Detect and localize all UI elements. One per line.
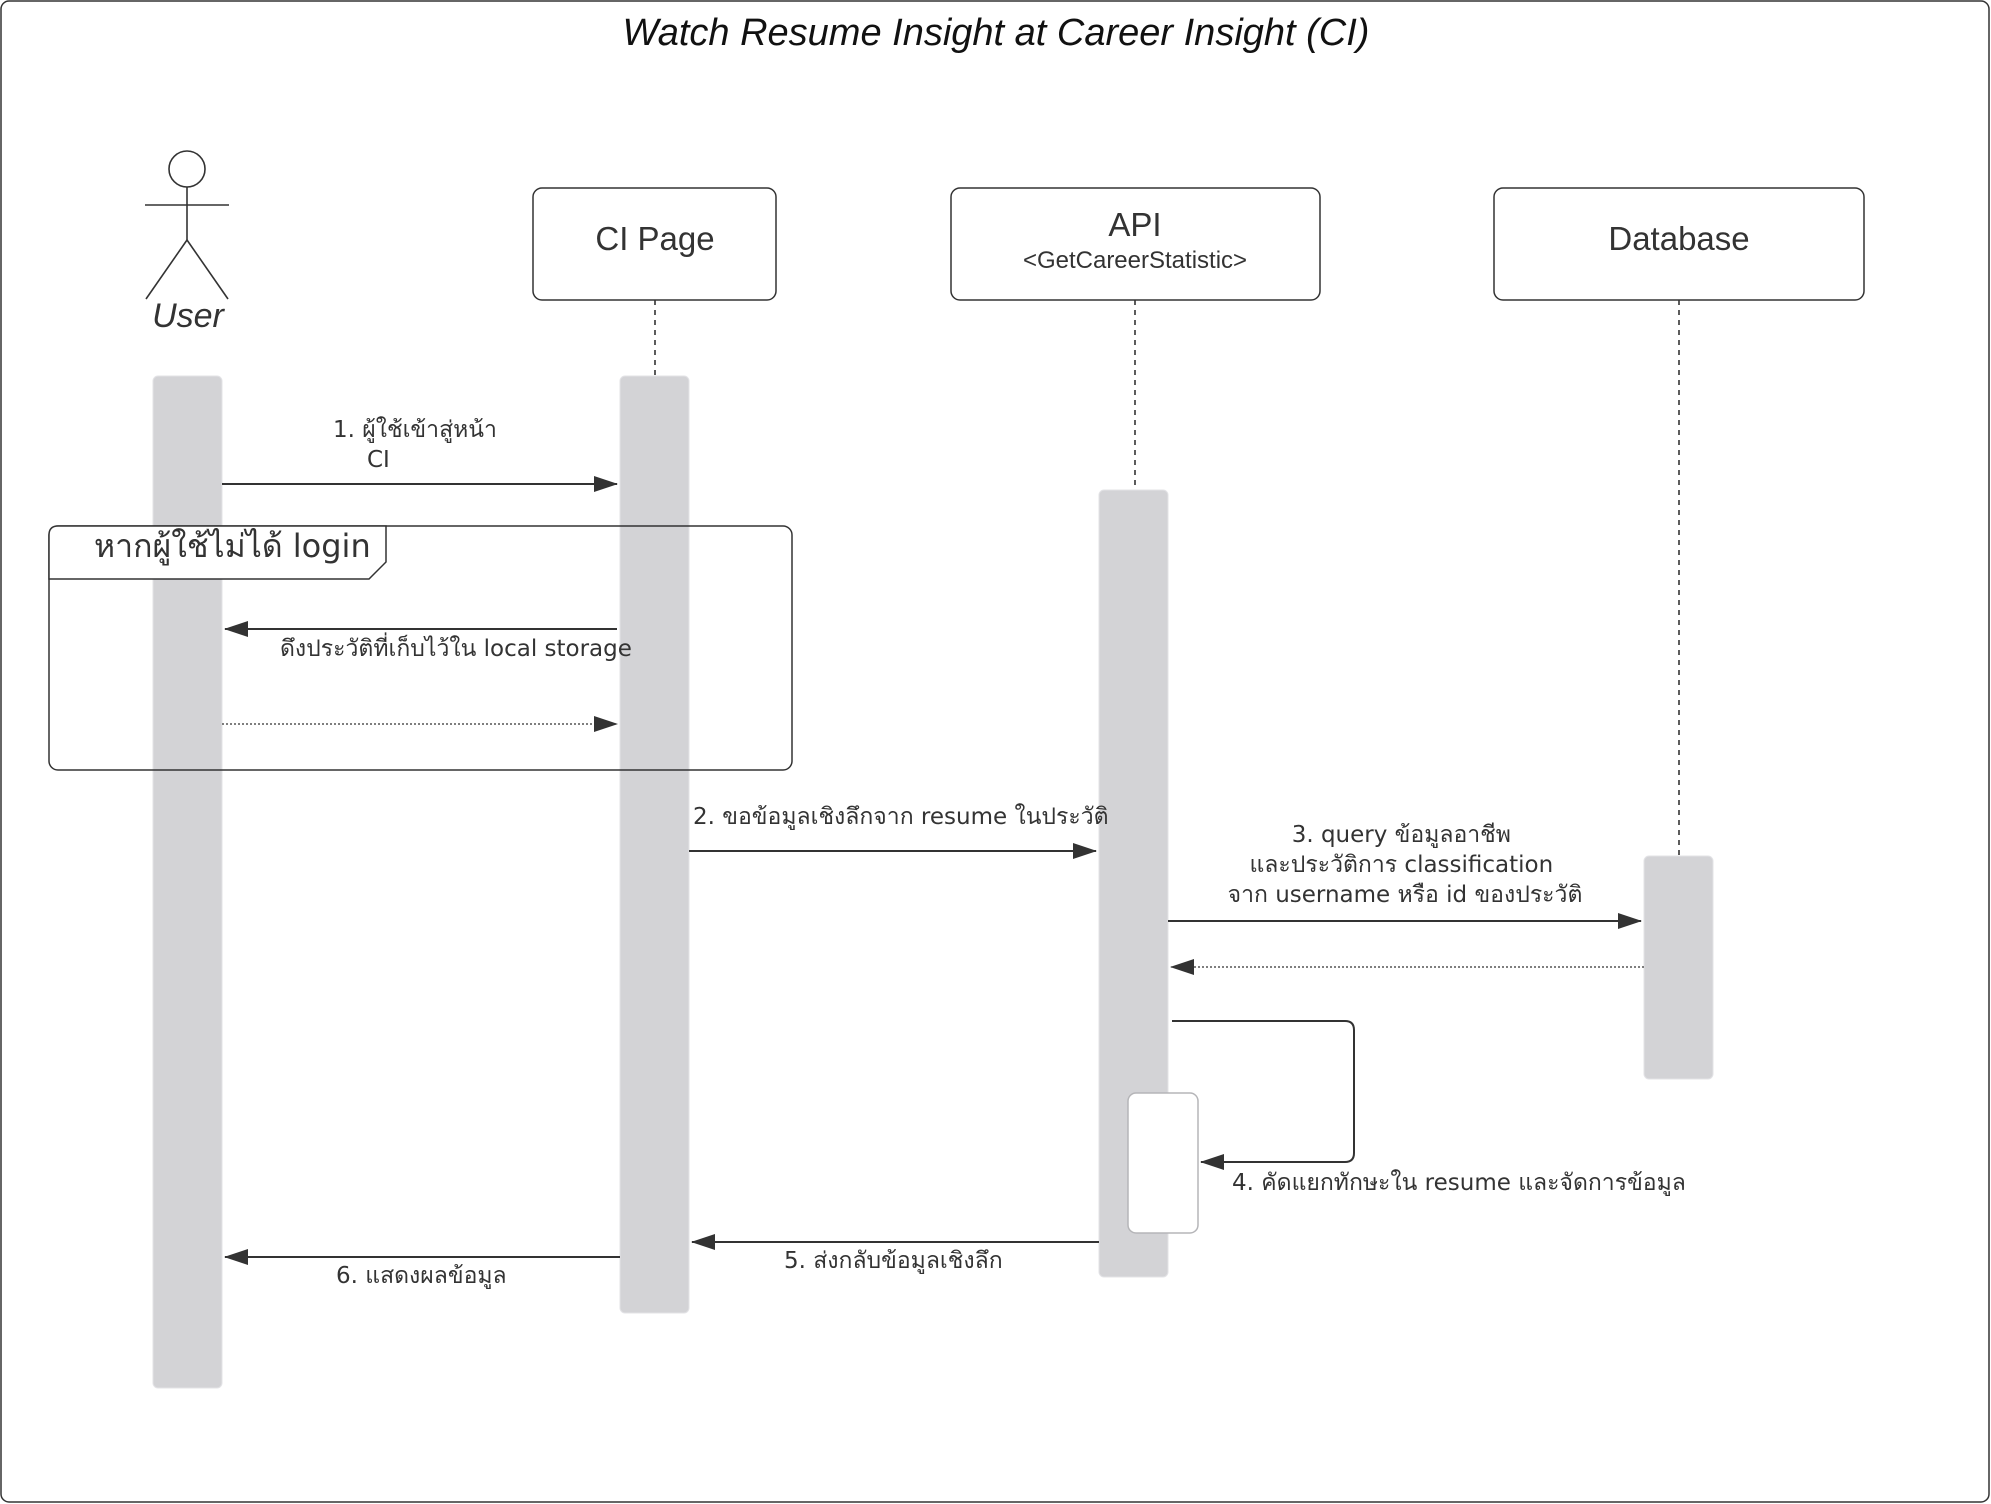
actor-right-leg — [186, 239, 229, 300]
database-activation-bar — [1643, 855, 1714, 1080]
diagram-title: Watch Resume Insight at Career Insight (… — [623, 12, 1370, 54]
fragment-label-tab — [48, 525, 387, 580]
actor-left-leg — [145, 239, 188, 300]
participant-label: API — [1108, 206, 1161, 243]
participant-ci-page: CI Page — [532, 187, 777, 301]
user-actor: User — [145, 150, 229, 335]
message-2: 2. ขอข้อมูลเชิงลึกจาก resume ในประวัติ — [689, 803, 1109, 859]
message-4: 4. คัดแยกทักษะใน resume และจัดการข้อมูล — [1172, 1020, 1686, 1196]
actor-label: User — [152, 297, 225, 335]
fragment-condition-label: หากผู้ใช้ไม่ได้ login — [94, 527, 371, 566]
participant-stereotype: <GetCareerStatistic> — [1023, 247, 1247, 274]
message-4-arrow — [1172, 1020, 1355, 1170]
participant-label: Database — [1608, 220, 1749, 257]
optional-fragment: หากผู้ใช้ไม่ได้ login ดึงประวัติที่เก็บไ… — [48, 525, 793, 771]
ci-page-activation-bar — [619, 375, 690, 1314]
api-self-activation-bar — [1127, 1092, 1199, 1234]
user-activation-bar — [152, 375, 223, 1389]
message-local-storage-label: ดึงประวัติที่เก็บไว้ใน local storage — [280, 632, 632, 662]
message-5-label: 5. ส่งกลับข้อมูลเชิงลึก — [784, 1248, 1003, 1274]
message-2-label: 2. ขอข้อมูลเชิงลึกจาก resume ในประวัติ — [693, 803, 1109, 830]
participant-api: API <GetCareerStatistic> — [950, 187, 1321, 301]
participant-label: CI Page — [595, 220, 714, 257]
message-5: 5. ส่งกลับข้อมูลเชิงลึก — [691, 1234, 1099, 1274]
message-1-label: 1. ผู้ใช้เข้าสู่หน้า CI — [333, 416, 504, 473]
participant-box — [950, 187, 1321, 301]
message-3-label: 3. query ข้อมูลอาชีพ และประวัติการ class… — [1228, 822, 1583, 908]
fragment-frame — [48, 525, 793, 771]
api-activation-bar — [1098, 489, 1169, 1278]
message-4-label: 4. คัดแยกทักษะใน resume และจัดการข้อมูล — [1232, 1169, 1686, 1196]
participant-database: Database — [1493, 187, 1865, 301]
message-1: 1. ผู้ใช้เข้าสู่หน้า CI — [222, 416, 618, 492]
message-3: 3. query ข้อมูลอาชีพ และประวัติการ class… — [1168, 822, 1642, 929]
message-6: 6. แสดงผลข้อมูล — [224, 1249, 620, 1289]
message-6-label: 6. แสดงผลข้อมูล — [336, 1263, 507, 1289]
